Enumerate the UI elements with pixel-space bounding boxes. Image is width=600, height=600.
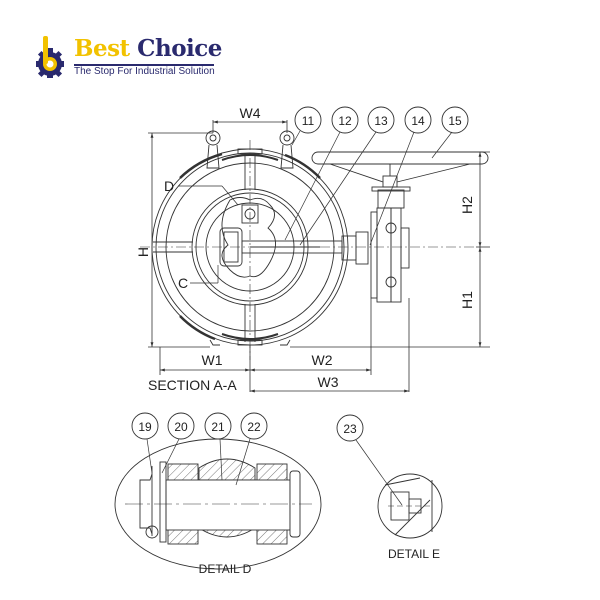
detail-d-marker: D xyxy=(164,178,174,194)
logo-tagline: The Stop For Industrial Solution xyxy=(74,66,215,77)
detail-d-title: DETAIL D xyxy=(199,562,252,576)
balloon-12: 12 xyxy=(338,114,352,128)
dim-h-label: H xyxy=(135,247,151,257)
detail-c-marker: C xyxy=(178,275,188,291)
dimension-lines xyxy=(148,120,490,393)
balloon-13: 13 xyxy=(374,114,388,128)
dim-w4-label: W4 xyxy=(240,105,261,121)
detail-e-title: DETAIL E xyxy=(388,547,440,561)
logo-underline xyxy=(74,64,214,66)
logo-title: Best Choice xyxy=(74,35,222,62)
balloon-20: 20 xyxy=(174,420,188,434)
dim-h2-label: H2 xyxy=(459,196,475,214)
dim-w3-label: W3 xyxy=(318,374,339,390)
dim-w1-label: W1 xyxy=(202,352,223,368)
balloon-22: 22 xyxy=(247,420,261,434)
brand-logo: Best Choice The Stop For Industrial Solu… xyxy=(34,34,254,84)
gear-b-logo-icon xyxy=(36,36,64,78)
detail-e-view xyxy=(377,473,443,539)
logo-word-choice: Choice xyxy=(137,35,222,62)
balloon-14: 14 xyxy=(411,114,425,128)
section-title: SECTION A-A xyxy=(148,377,237,393)
balloon-19: 19 xyxy=(138,420,152,434)
logo-word-best: Best xyxy=(74,35,130,62)
balloon-11: 11 xyxy=(302,114,315,128)
balloon-23: 23 xyxy=(343,422,357,436)
balloon-15: 15 xyxy=(448,114,462,128)
section-a-a-view xyxy=(140,130,489,360)
dim-w2-label: W2 xyxy=(312,352,333,368)
detail-d-view xyxy=(114,438,322,570)
dim-h1-label: H1 xyxy=(459,291,475,309)
balloon-21: 21 xyxy=(211,420,225,434)
